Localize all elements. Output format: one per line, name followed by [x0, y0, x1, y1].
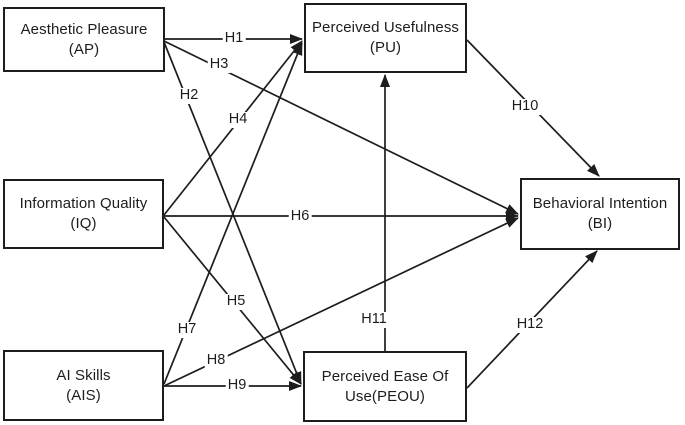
node-label: (IQ): [70, 215, 97, 232]
node-label: (BI): [587, 215, 613, 232]
node-label: Information Quality: [19, 195, 148, 213]
edge-label-h8: H8: [204, 352, 228, 369]
edge-label-h6: H6: [288, 208, 312, 225]
node-label: Perceived Ease Of: [321, 367, 449, 385]
node-label: Behavioral Intention: [532, 195, 668, 213]
edge-label-h9: H9: [225, 377, 249, 394]
node-label: Perceived Usefulness: [311, 19, 460, 37]
edge-label-h7: H7: [175, 321, 199, 338]
node-ai-skills: AI Skills (AIS): [3, 350, 164, 421]
edge-arrow-h4-iq-to-pu: [163, 40, 303, 216]
edge-label-h11: H11: [359, 311, 389, 328]
node-label: (AIS): [66, 386, 101, 404]
node-aesthetic-pleasure: Aesthetic Pleasure (AP): [3, 7, 165, 72]
node-label: Aesthetic Pleasure: [20, 20, 148, 38]
node-label: AI Skills: [56, 366, 111, 384]
edge-label-h10: H10: [509, 98, 541, 115]
edge-label-h3: H3: [207, 56, 231, 73]
node-label: (PU): [369, 39, 402, 56]
node-information-quality: Information Quality (IQ): [3, 179, 164, 249]
edge-label-h5: H5: [224, 293, 248, 310]
node-label: Use(PEOU): [344, 387, 426, 405]
edge-label-h12: H12: [514, 316, 546, 333]
edge-label-h1: H1: [222, 30, 246, 47]
edge-label-h2: H2: [177, 87, 201, 104]
edge-label-h4: H4: [226, 111, 250, 128]
node-behavioral-intention: Behavioral Intention (BI): [520, 178, 680, 250]
node-label: (AP): [68, 40, 100, 58]
node-perceived-usefulness: Perceived Usefulness (PU): [304, 3, 467, 73]
node-perceived-ease-of-use: Perceived Ease Of Use(PEOU): [303, 351, 467, 422]
